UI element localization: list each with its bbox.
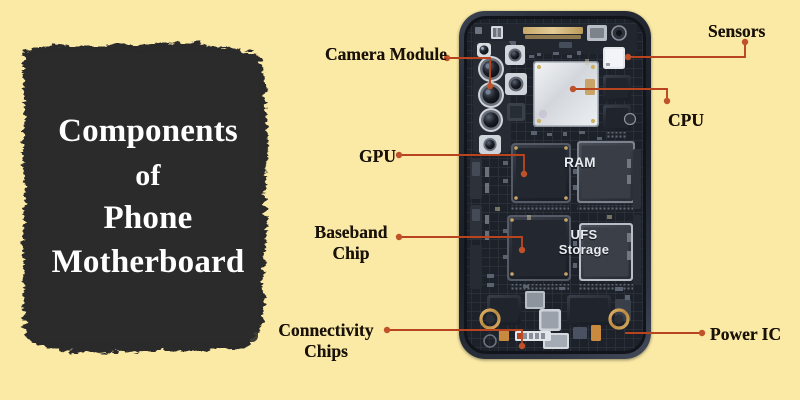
title-line-3: Phone: [103, 199, 193, 236]
callout-gpu: GPU: [359, 146, 396, 166]
leader-dot-baseband-label: [395, 233, 403, 241]
phone-inner-frame: [464, 16, 646, 354]
title-line-4: Motherboard: [51, 244, 245, 281]
title-ink-blob: Components of Phone Motherboard: [14, 34, 282, 360]
leader-dot-gpu-label: [395, 151, 403, 159]
callout-camera-module: Camera Module: [325, 44, 447, 64]
callout-sensors: Sensors: [708, 21, 766, 41]
phone-motherboard-illustration: [459, 11, 651, 359]
leader-dot-connectivity-label: [383, 326, 391, 334]
callout-power-ic: Power IC: [710, 324, 782, 344]
leader-dot-power-ic-label: [698, 329, 706, 337]
title-line-2: of: [135, 158, 161, 192]
pcb-detail-graphics: [467, 19, 643, 351]
leader-dot-cpu-label: [663, 97, 671, 105]
callout-connectivity-chips: Connectivity Chips: [278, 320, 374, 361]
title-line-1: Components: [58, 113, 238, 150]
callout-baseband-chip: Baseband Chip: [314, 222, 388, 263]
callout-cpu: CPU: [668, 110, 704, 130]
pcb-board: [467, 19, 643, 351]
title-text-group: Components of Phone Motherboard: [14, 34, 282, 360]
ink-blob-shape: [22, 42, 268, 353]
